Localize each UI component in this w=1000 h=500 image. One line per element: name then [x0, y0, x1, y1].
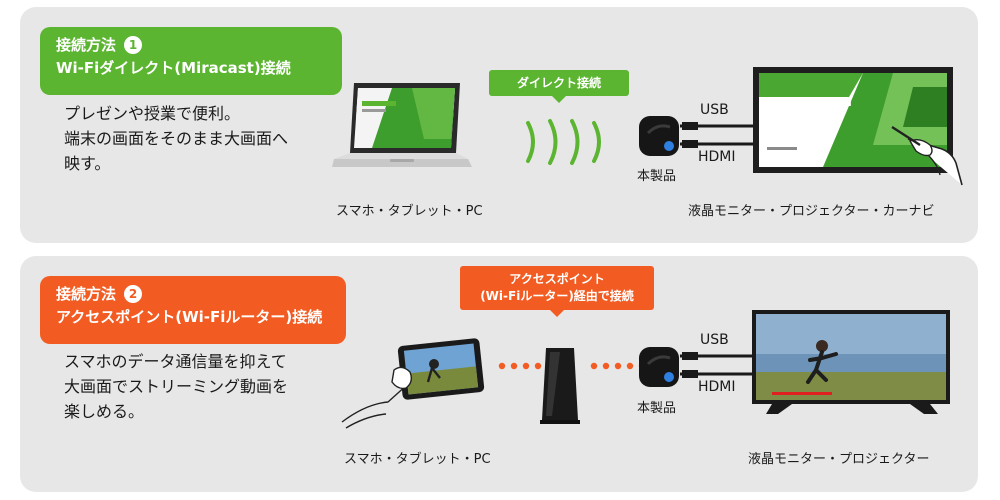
method-1-badge: 接続方法 1 Wi-Fiダイレクト(Miracast)接続 — [40, 27, 342, 95]
method-2-display-caption: 液晶モニター・プロジェクター — [748, 452, 930, 467]
media-dongle-icon — [639, 116, 679, 156]
laptop-icon — [332, 83, 472, 167]
method-2-description-line: 大画面でストリーミング動画を — [64, 377, 289, 396]
method-2-description: スマホのデータ通信量を抑えて 大画面でストリーミング動画を 楽しめる。 — [64, 349, 288, 424]
usb-label: USB — [700, 102, 729, 118]
router-icon — [540, 348, 580, 424]
method-2-description-line: 楽しめる。 — [64, 402, 145, 421]
cables — [680, 352, 758, 378]
method-1-number: 1 — [124, 36, 143, 54]
method-1-description-line: プレゼンや授業で便利。 — [64, 104, 241, 123]
method-1-description: プレゼンや授業で便利。 端末の画面をそのまま大画面へ 映す。 — [64, 101, 288, 176]
access-point-tag-line2: (Wi-Fiルーター)経由で接続 — [480, 289, 634, 303]
product-label: 本製品 — [637, 169, 677, 184]
access-point-tag-line1: アクセスポイント — [509, 272, 605, 286]
tag-pointer — [552, 96, 566, 103]
method-1-display-caption: 液晶モニター・プロジェクター・カーナビ — [688, 204, 935, 219]
wifi-waves-icon — [526, 119, 601, 165]
hdmi-label: HDMI — [698, 379, 736, 395]
method-1-badge-title: 接続方法 — [56, 36, 117, 54]
usb-label: USB — [700, 332, 729, 348]
smartphone-icon — [341, 338, 485, 429]
hand-icon — [891, 125, 963, 186]
direct-connection-panel: 接続方法 1 Wi-Fiダイレクト(Miracast)接続 プレゼンや授業で便利。… — [20, 7, 978, 243]
tag-pointer — [550, 310, 564, 317]
method-2-number: 2 — [124, 285, 143, 303]
method-1-description-line: 端末の画面をそのまま大画面へ — [64, 129, 289, 148]
method-2-name: アクセスポイント(Wi-Fiルーター)接続 — [56, 308, 323, 326]
method-2-badge: 接続方法 2 アクセスポイント(Wi-Fiルーター)接続 — [40, 276, 346, 344]
screen-subtitle: Presentation — [766, 110, 810, 118]
product-label: 本製品 — [637, 401, 677, 416]
media-dongle-icon — [639, 347, 679, 387]
tv-icon — [752, 310, 950, 414]
method-2-description-line: スマホのデータ通信量を抑えて — [64, 352, 287, 371]
screen-title: Business plan — [766, 96, 852, 109]
method-2-badge-title: 接続方法 — [56, 285, 117, 303]
direct-connection-tag-label: ダイレクト接続 — [516, 76, 601, 90]
access-point-panel: 接続方法 2 アクセスポイント(Wi-Fiルーター)接続 スマホのデータ通信量を抑… — [20, 256, 978, 492]
method-1-description-line: 映す。 — [64, 154, 111, 173]
method-1-source-caption: スマホ・タブレット・PC — [336, 204, 483, 219]
access-point-tag: アクセスポイント (Wi-Fiルーター)経由で接続 — [460, 266, 654, 317]
method-1-name: Wi-Fiダイレクト(Miracast)接続 — [56, 59, 291, 77]
method-2-source-caption: スマホ・タブレット・PC — [344, 452, 491, 467]
direct-connection-tag: ダイレクト接続 — [489, 70, 629, 103]
hdmi-label: HDMI — [698, 149, 736, 165]
